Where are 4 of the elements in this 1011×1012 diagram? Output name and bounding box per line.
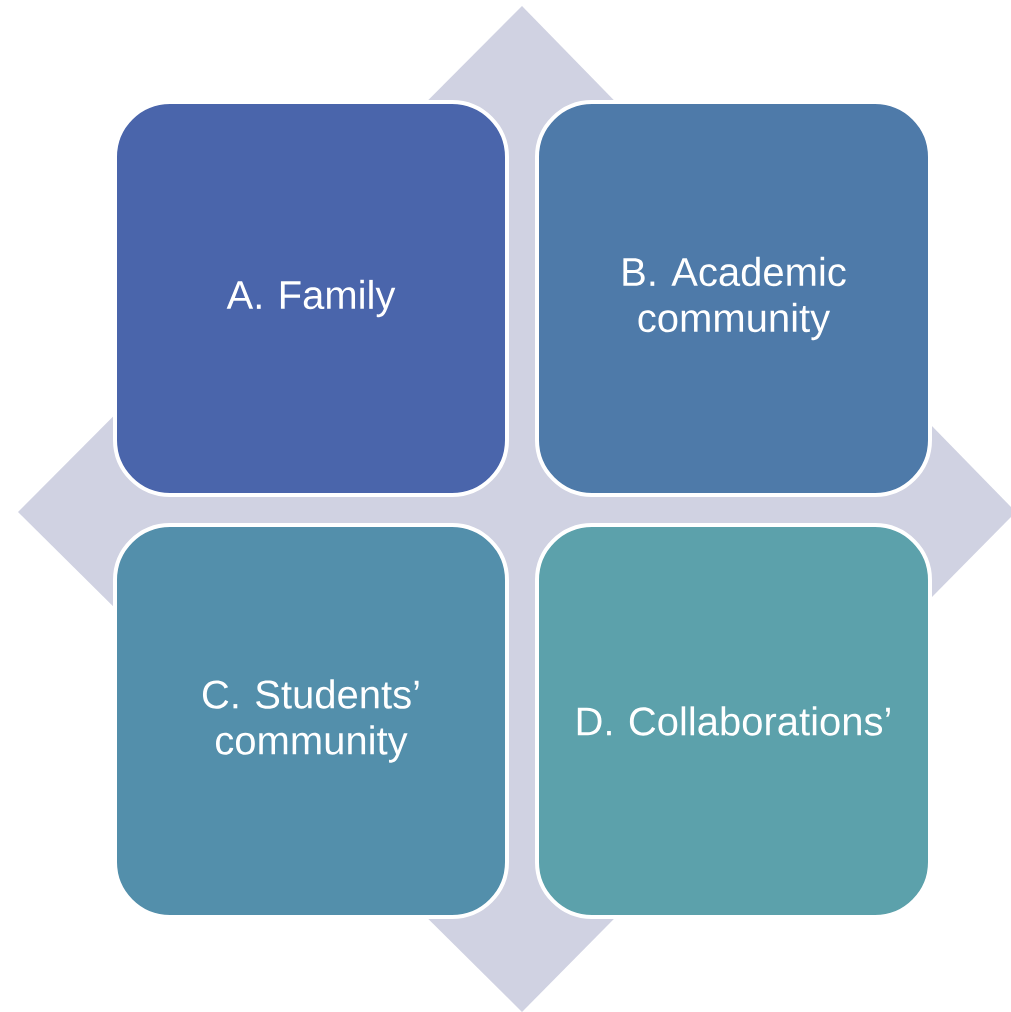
rounded-box: B. Academic community <box>535 100 932 497</box>
rounded-box: C. Students’ community <box>113 523 509 919</box>
rounded-box: D. Collaborations’ <box>535 523 932 919</box>
rounded-box: A. Family <box>113 100 509 497</box>
